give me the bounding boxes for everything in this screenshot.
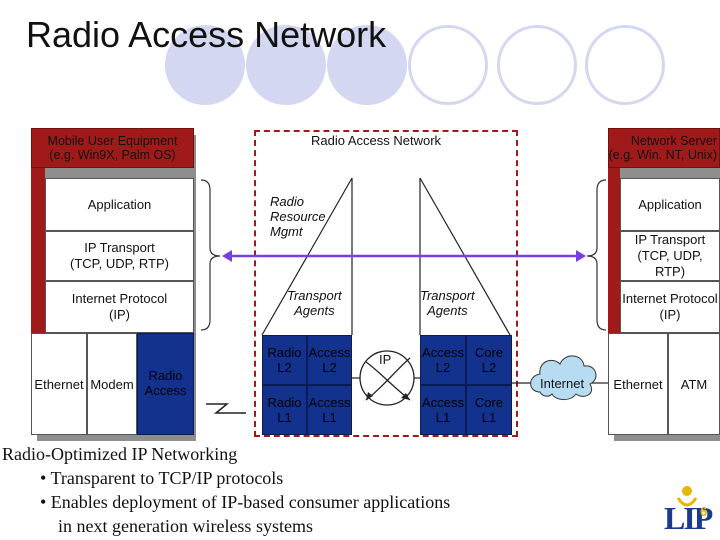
left-brace: [200, 179, 221, 331]
left-header-line2: (e.g. Win9X, Palm OS): [49, 148, 176, 162]
ran-header: Radio Access Network: [311, 133, 442, 148]
left-ip-layer: Internet Protocol (IP): [45, 281, 194, 333]
logo-body: [676, 497, 698, 507]
transport-agents-left: Transport Agents: [287, 288, 342, 318]
rrm-line2: Resource: [270, 209, 326, 224]
decor-circle-6: [585, 25, 665, 105]
left-modem-cell: Modem: [87, 333, 137, 435]
right-ethernet-cell: Ethernet: [608, 333, 668, 435]
right-header-line2: (e.g. Win. NT, Unix): [608, 148, 717, 162]
left-triangle-top-edge: [311, 177, 353, 249]
left-triangle-left-edge: [261, 247, 313, 336]
logo-head: [682, 486, 692, 496]
left-ethernet-label: Ethernet: [34, 376, 84, 392]
left-application-layer: Application: [45, 178, 194, 231]
ta-left-line2: Agents: [294, 303, 335, 318]
right-ip-layer: Internet Protocol (IP): [620, 281, 720, 333]
transport-agents-right: Transport Agents: [420, 288, 475, 318]
decor-circle-1: [165, 25, 245, 105]
ip-switch-arrow-b: [366, 392, 373, 400]
ta-right-line2: Agents: [427, 303, 468, 318]
bottom-text-block: Radio-Optimized IP Networking • Transpar…: [2, 442, 450, 538]
left-ip-line2: (IP): [109, 307, 130, 322]
logo-text: LIP: [664, 500, 713, 536]
right-ethernet-label: Ethernet: [613, 376, 663, 392]
right-device-red-bar: [608, 128, 620, 333]
bottom-heading: Radio-Optimized IP Networking: [2, 444, 238, 464]
page-number: 6: [700, 504, 708, 519]
ta-right-line1: Transport: [420, 288, 475, 303]
rrm-line1: Radio: [270, 194, 304, 209]
left-ethernet-cell: Ethernet: [31, 333, 87, 435]
left-application-label: Application: [87, 197, 152, 212]
left-header-line1: Mobile User Equipment: [47, 134, 178, 148]
ip-switch-label: IP: [379, 352, 392, 367]
left-modem-label: Modem: [90, 376, 134, 392]
right-header-line1: Network Server: [630, 134, 717, 148]
bottom-bullet-2: • Enables deployment of IP-based consume…: [40, 492, 451, 512]
decor-circle-3: [327, 25, 407, 105]
right-device-header: Network Server (e.g. Win. NT, Unix): [608, 128, 720, 168]
right-atm-cell: ATM: [668, 333, 720, 435]
left-radio-line2: Access: [144, 383, 187, 398]
decor-circle-5: [497, 25, 577, 105]
left-ip-transport-layer: IP Transport (TCP, UDP, RTP): [45, 231, 194, 281]
ip-link-arrow-left: [222, 250, 232, 262]
radio-link-symbol: [206, 403, 246, 414]
decor-circle-2: [246, 25, 326, 105]
left-ip-transport-line2: (TCP, UDP, RTP): [70, 256, 169, 271]
internet-label: Internet: [540, 376, 585, 391]
right-application-layer: Application: [620, 178, 720, 231]
rrm-label: Radio Resource Mgmt: [270, 194, 326, 239]
left-radio-access-cell: Radio Access: [137, 333, 194, 435]
right-ip-line2: (IP): [659, 307, 681, 322]
bottom-bullet-1: • Transparent to TCP/IP protocols: [40, 468, 284, 488]
ip-link-arrow-right: [576, 250, 586, 262]
left-radio-line1: Radio: [148, 368, 183, 383]
left-ip-line1: Internet Protocol: [71, 291, 168, 306]
left-device-header: Mobile User Equipment (e.g. Win9X, Palm …: [31, 128, 194, 168]
left-device-red-bar: [31, 128, 45, 333]
lip-logo: LIP 6: [664, 500, 718, 538]
decor-circle-4: [408, 25, 488, 105]
page-title: Radio Access Network: [26, 14, 387, 55]
internet-cloud: [530, 355, 597, 401]
right-application-label: Application: [638, 197, 702, 212]
right-brace: [586, 179, 607, 331]
right-atm-label: ATM: [680, 376, 708, 392]
left-ip-transport-line1: IP Transport: [84, 240, 155, 255]
ta-left-line1: Transport: [287, 288, 342, 303]
right-ip-transport-line1: IP Transport: [634, 232, 706, 247]
ran-frame: [254, 130, 518, 437]
bottom-bullet-3: in next generation wireless systems: [58, 516, 313, 536]
rrm-line3: Mgmt: [270, 224, 303, 239]
right-ip-line1: Internet Protocol: [622, 291, 718, 306]
ip-switch-arrow-a: [401, 393, 410, 400]
right-ip-transport-line2: (TCP, UDP, RTP): [637, 248, 703, 279]
